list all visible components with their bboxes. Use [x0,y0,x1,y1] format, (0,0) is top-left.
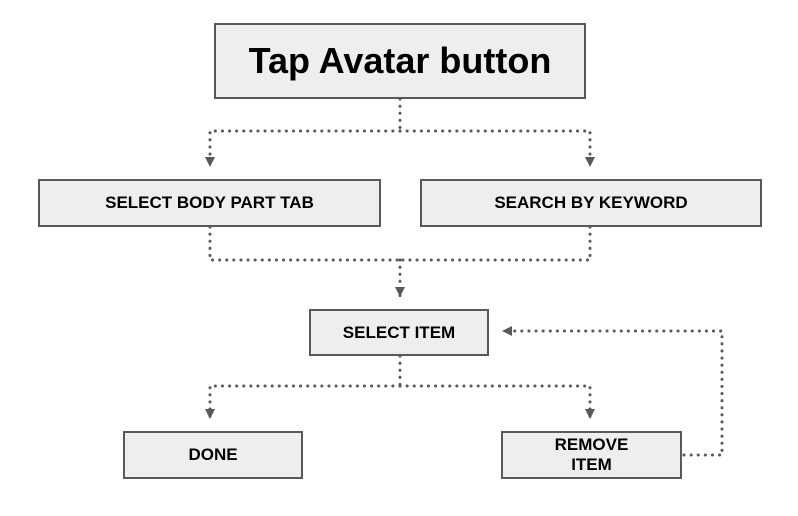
node-tap-avatar-button: Tap Avatar button [214,23,586,99]
node-done: DONE [123,431,303,479]
connector-search-keyword-down [398,225,592,262]
node-select-body-part-tab-label: SELECT BODY PART TAB [105,193,314,213]
node-done-label: DONE [188,445,238,465]
node-search-by-keyword: SEARCH BY KEYWORD [420,179,762,227]
node-search-by-keyword-label: SEARCH BY KEYWORD [494,193,688,213]
connector-remove-item-loop-to-select-item [501,326,724,457]
node-remove-item: REMOVE ITEM [501,431,682,479]
connector-title-to-search-keyword [398,129,595,168]
node-remove-item-label: REMOVE ITEM [554,435,629,474]
connector-title-to-body-part-tab [205,129,402,168]
connector-select-item-to-remove-item [398,384,595,420]
node-tap-avatar-button-label: Tap Avatar button [248,40,552,82]
node-select-body-part-tab: SELECT BODY PART TAB [38,179,381,227]
connector-select-item-to-done [205,384,402,420]
connector-body-part-tab-down [208,225,402,262]
node-select-item-label: SELECT ITEM [342,322,456,342]
node-select-item: SELECT ITEM [309,309,489,356]
